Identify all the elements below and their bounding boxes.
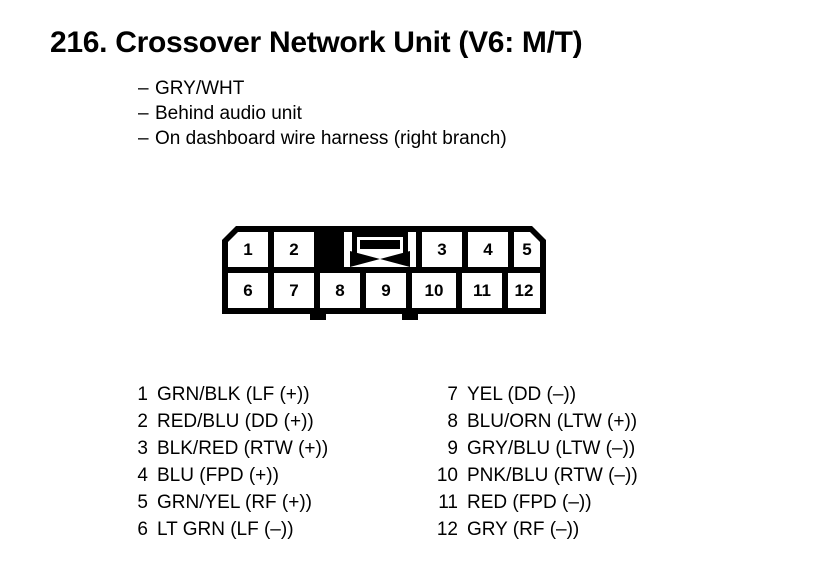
connector-diagram: 1 2 3 4 5 6 7 8 9 10 11 12 [222,226,546,320]
connector-cell-7: 7 [274,273,314,308]
connector-notch-right [402,308,418,320]
legend-wire-label: LT GRN (LF (–)) [157,519,294,540]
cell-label: 2 [289,240,299,259]
bowtie-right-triangle [380,251,410,267]
legend-row: 11 RED (FPD (–)) [432,489,638,516]
legend-pin-number: 2 [137,411,148,432]
legend-pin-number: 11 [438,492,458,513]
latch-slot [360,240,400,249]
legend-wire-label: GRN/BLK (LF (+)) [157,384,310,405]
legend-row: 5 GRN/YEL (RF (+)) [122,489,328,516]
legend-wire-label: PNK/BLU (RTW (–)) [467,465,638,486]
pin-legend-right: 7 YEL (DD (–)) 8 BLU/ORN (LTW (+)) 9 GRY/BL… [432,381,638,543]
cell-label: 1 [243,240,253,259]
connector-cell-4: 4 [468,232,508,267]
connector-cell-8: 8 [320,273,360,308]
note-text: GRY/WHT [155,78,245,99]
cell-label: 5 [522,240,532,259]
legend-row: 7 YEL (DD (–)) [432,381,638,408]
legend-pin-number: 1 [137,384,148,405]
legend-row: 12 GRY (RF (–)) [432,516,638,543]
cell-label: 6 [243,281,253,300]
legend-wire-label: BLU (FPD (+)) [157,465,279,486]
cell-label: 8 [335,281,345,300]
connector-cell-12: 12 [508,273,540,308]
latch-bowtie-icon [350,251,410,267]
note-text: On dashboard wire harness (right branch) [155,128,507,149]
note-item: –On dashboard wire harness (right branch… [138,126,507,151]
legend-pin-number: 9 [447,438,458,459]
cell-label: 3 [437,240,447,259]
connector-cell-11: 11 [462,273,502,308]
cell-label: 12 [514,281,534,300]
legend-pin-number: 3 [137,438,148,459]
legend-pin-number: 10 [436,465,458,486]
legend-pin-number: 6 [137,519,148,540]
legend-wire-label: GRY/BLU (LTW (–)) [467,438,636,459]
legend-row: 1 GRN/BLK (LF (+)) [122,381,328,408]
note-dash: – [138,78,149,99]
legend-pin-number: 7 [447,384,458,405]
legend-pin-number: 4 [137,465,148,486]
legend-wire-label: RED (FPD (–)) [467,492,592,513]
legend-row: 8 BLU/ORN (LTW (+)) [432,408,638,435]
cell-label: 11 [473,281,491,300]
legend-row: 10 PNK/BLU (RTW (–)) [432,462,638,489]
cell-label: 10 [424,281,444,300]
legend-row: 4 BLU (FPD (+)) [122,462,328,489]
connector-cell-3: 3 [422,232,462,267]
legend-wire-label: BLK/RED (RTW (+)) [157,438,329,459]
connector-cell-6: 6 [228,273,268,308]
note-item: –GRY/WHT [138,76,507,101]
connector-cell-5: 5 [514,232,540,267]
connector-cell-10: 10 [412,273,456,308]
bowtie-left-triangle [350,251,380,267]
notes-list: –GRY/WHT –Behind audio unit –On dashboar… [138,76,507,151]
connector-cell-9: 9 [366,273,406,308]
page-title: 216. Crossover Network Unit (V6: M/T) [50,26,583,59]
note-dash: – [138,128,149,149]
cell-label: 4 [483,240,493,259]
legend-pin-number: 8 [447,411,458,432]
legend-wire-label: GRY (RF (–)) [467,519,580,540]
note-item: –Behind audio unit [138,101,507,126]
legend-row: 2 RED/BLU (DD (+)) [122,408,328,435]
legend-row: 3 BLK/RED (RTW (+)) [122,435,328,462]
pin-legend-left: 1 GRN/BLK (LF (+)) 2 RED/BLU (DD (+)) 3 BLK… [122,381,328,543]
legend-wire-label: GRN/YEL (RF (+)) [157,492,312,513]
latch-lock-icon [344,232,416,267]
legend-wire-label: BLU/ORN (LTW (+)) [467,411,638,432]
connector-cell-1: 1 [228,232,268,267]
note-text: Behind audio unit [155,103,302,124]
note-dash: – [138,103,149,124]
connector-notch-left [310,308,326,320]
cell-label: 9 [381,281,391,300]
legend-wire-label: RED/BLU (DD (+)) [157,411,314,432]
connector-cell-2: 2 [274,232,314,267]
legend-pin-number: 5 [137,492,148,513]
legend-row: 6 LT GRN (LF (–)) [122,516,328,543]
legend-pin-number: 12 [436,519,458,540]
cell-label: 7 [289,281,299,300]
legend-wire-label: YEL (DD (–)) [467,384,577,405]
legend-row: 9 GRY/BLU (LTW (–)) [432,435,638,462]
